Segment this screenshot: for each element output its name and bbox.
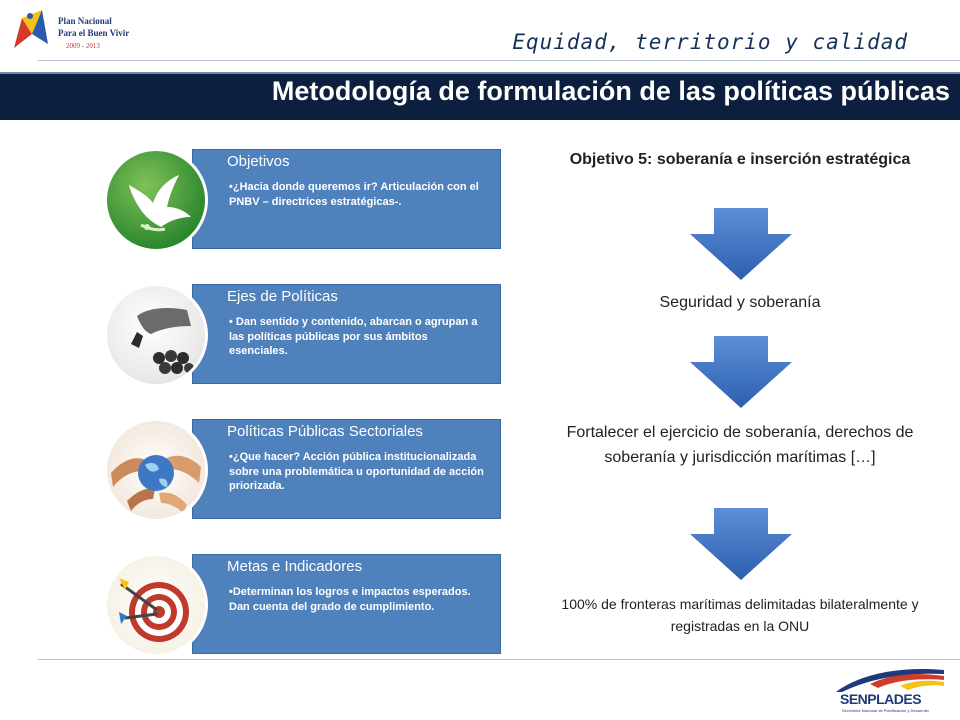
pnbv-logo-line1: Plan Nacional [58, 16, 112, 26]
card-body: •¿Hacia donde queremos ir? Articulación … [229, 181, 479, 208]
arrow-down-icon [690, 208, 792, 280]
card-politicas: Políticas Públicas Sectoriales •¿Que hac… [192, 419, 501, 519]
pnbv-logo-line2: Para el Buen Vivir [58, 28, 130, 38]
goal-text: 100% de fronteras marítimas delimitadas … [561, 596, 919, 634]
senplades-name: SENPLADES [840, 691, 922, 707]
pnbv-emblem-icon [14, 10, 48, 48]
card-title: Objetivos [227, 153, 290, 170]
axis-text: Seguridad y soberanía [659, 294, 821, 311]
card-objetivos: Objetivos •¿Hacia donde queremos ir? Art… [192, 149, 501, 249]
page-title: Metodología de formulación de las políti… [271, 76, 950, 106]
header-divider [38, 60, 960, 61]
senplades-logo: SENPLADES Secretaría Nacional de Planifi… [830, 664, 950, 718]
pnbv-logo-years: 2009 - 2013 [66, 42, 100, 50]
senplades-subtitle: Secretaría Nacional de Planificación y D… [842, 708, 929, 713]
pnbv-logo: Plan Nacional Para el Buen Vivir 2009 - … [8, 4, 129, 54]
arrow-down-icon [690, 336, 792, 408]
globe-hands-icon [104, 418, 208, 522]
arrow-down-icon [690, 508, 792, 580]
card-body: • Dan sentido y contenido, abarcan o agr… [229, 316, 478, 357]
card-title: Políticas Públicas Sectoriales [227, 423, 423, 440]
objective-text: Objetivo 5: soberanía e inserción estrat… [569, 151, 911, 168]
title-bar [0, 72, 960, 120]
target-icon [104, 553, 208, 657]
card-title: Metas e Indicadores [227, 558, 363, 575]
card-metas: Metas e Indicadores •Determinan los logr… [192, 554, 501, 654]
card-title: Ejes de Políticas [227, 288, 338, 305]
senplades-emblem-icon [836, 668, 944, 692]
card-body: •Determinan los logros e impactos espera… [229, 586, 471, 613]
dove-icon [104, 148, 208, 252]
tagline: Equidad, territorio y calidad [512, 30, 908, 54]
card-body: •¿Que hacer? Acción pública instituciona… [229, 451, 484, 492]
chess-hand-icon [104, 283, 208, 387]
card-ejes: Ejes de Políticas • Dan sentido y conten… [192, 284, 501, 384]
policy-text: Fortalecer el ejercicio de soberanía, de… [566, 424, 914, 466]
footer-divider [38, 659, 960, 660]
